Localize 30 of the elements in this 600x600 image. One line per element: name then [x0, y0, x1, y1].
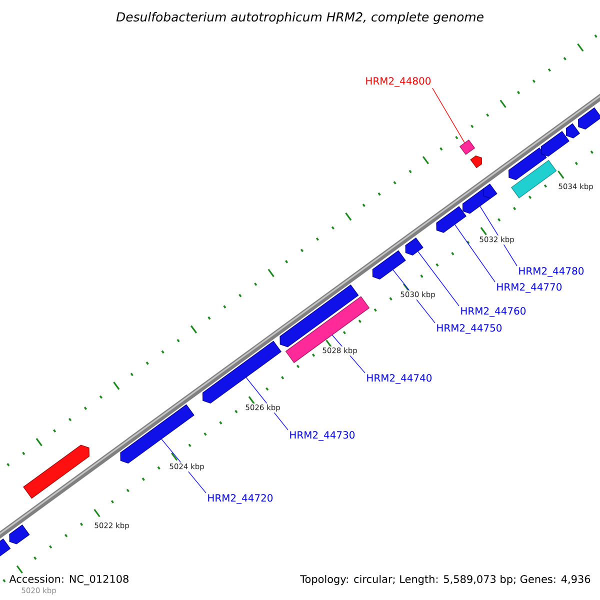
footer-text: Accession: NC_012108	[9, 574, 128, 586]
gene-block	[9, 524, 30, 544]
gene-block	[280, 284, 359, 348]
leader-line	[418, 251, 460, 306]
gene-label: HRM2_44740	[367, 374, 432, 384]
gene-label: HRM2_44760	[461, 307, 526, 317]
gene-label: HRM2_44720	[208, 494, 273, 504]
gene-block	[470, 156, 482, 168]
gene-block	[202, 340, 282, 404]
gene-block	[23, 444, 90, 499]
gene-block	[483, 184, 498, 199]
gene-block	[120, 404, 194, 464]
gene-block	[372, 250, 406, 280]
leader-line	[454, 224, 496, 282]
gene-block	[436, 206, 466, 233]
gene-label: HRM2_44780	[519, 267, 584, 277]
title: Desulfobacterium autotrophicum HRM2, complete genome	[116, 12, 484, 24]
gene-block	[578, 107, 600, 130]
gene-label: HRM2_44750	[437, 324, 502, 334]
gene-label: HRM2_44770	[497, 283, 562, 293]
gene-block	[566, 123, 580, 138]
gene-block	[0, 538, 11, 558]
gene-label: HRM2_44730	[290, 431, 355, 441]
gene-block	[405, 237, 424, 256]
gene-block	[462, 188, 492, 214]
leader-line	[432, 88, 465, 143]
gene-block	[540, 130, 570, 157]
footer-text: Topology: circular; Length: 5,589,073 bp; Genes: 4,936	[300, 574, 590, 586]
gene-block	[508, 147, 547, 180]
gene-label: HRM2_44800	[366, 77, 431, 87]
